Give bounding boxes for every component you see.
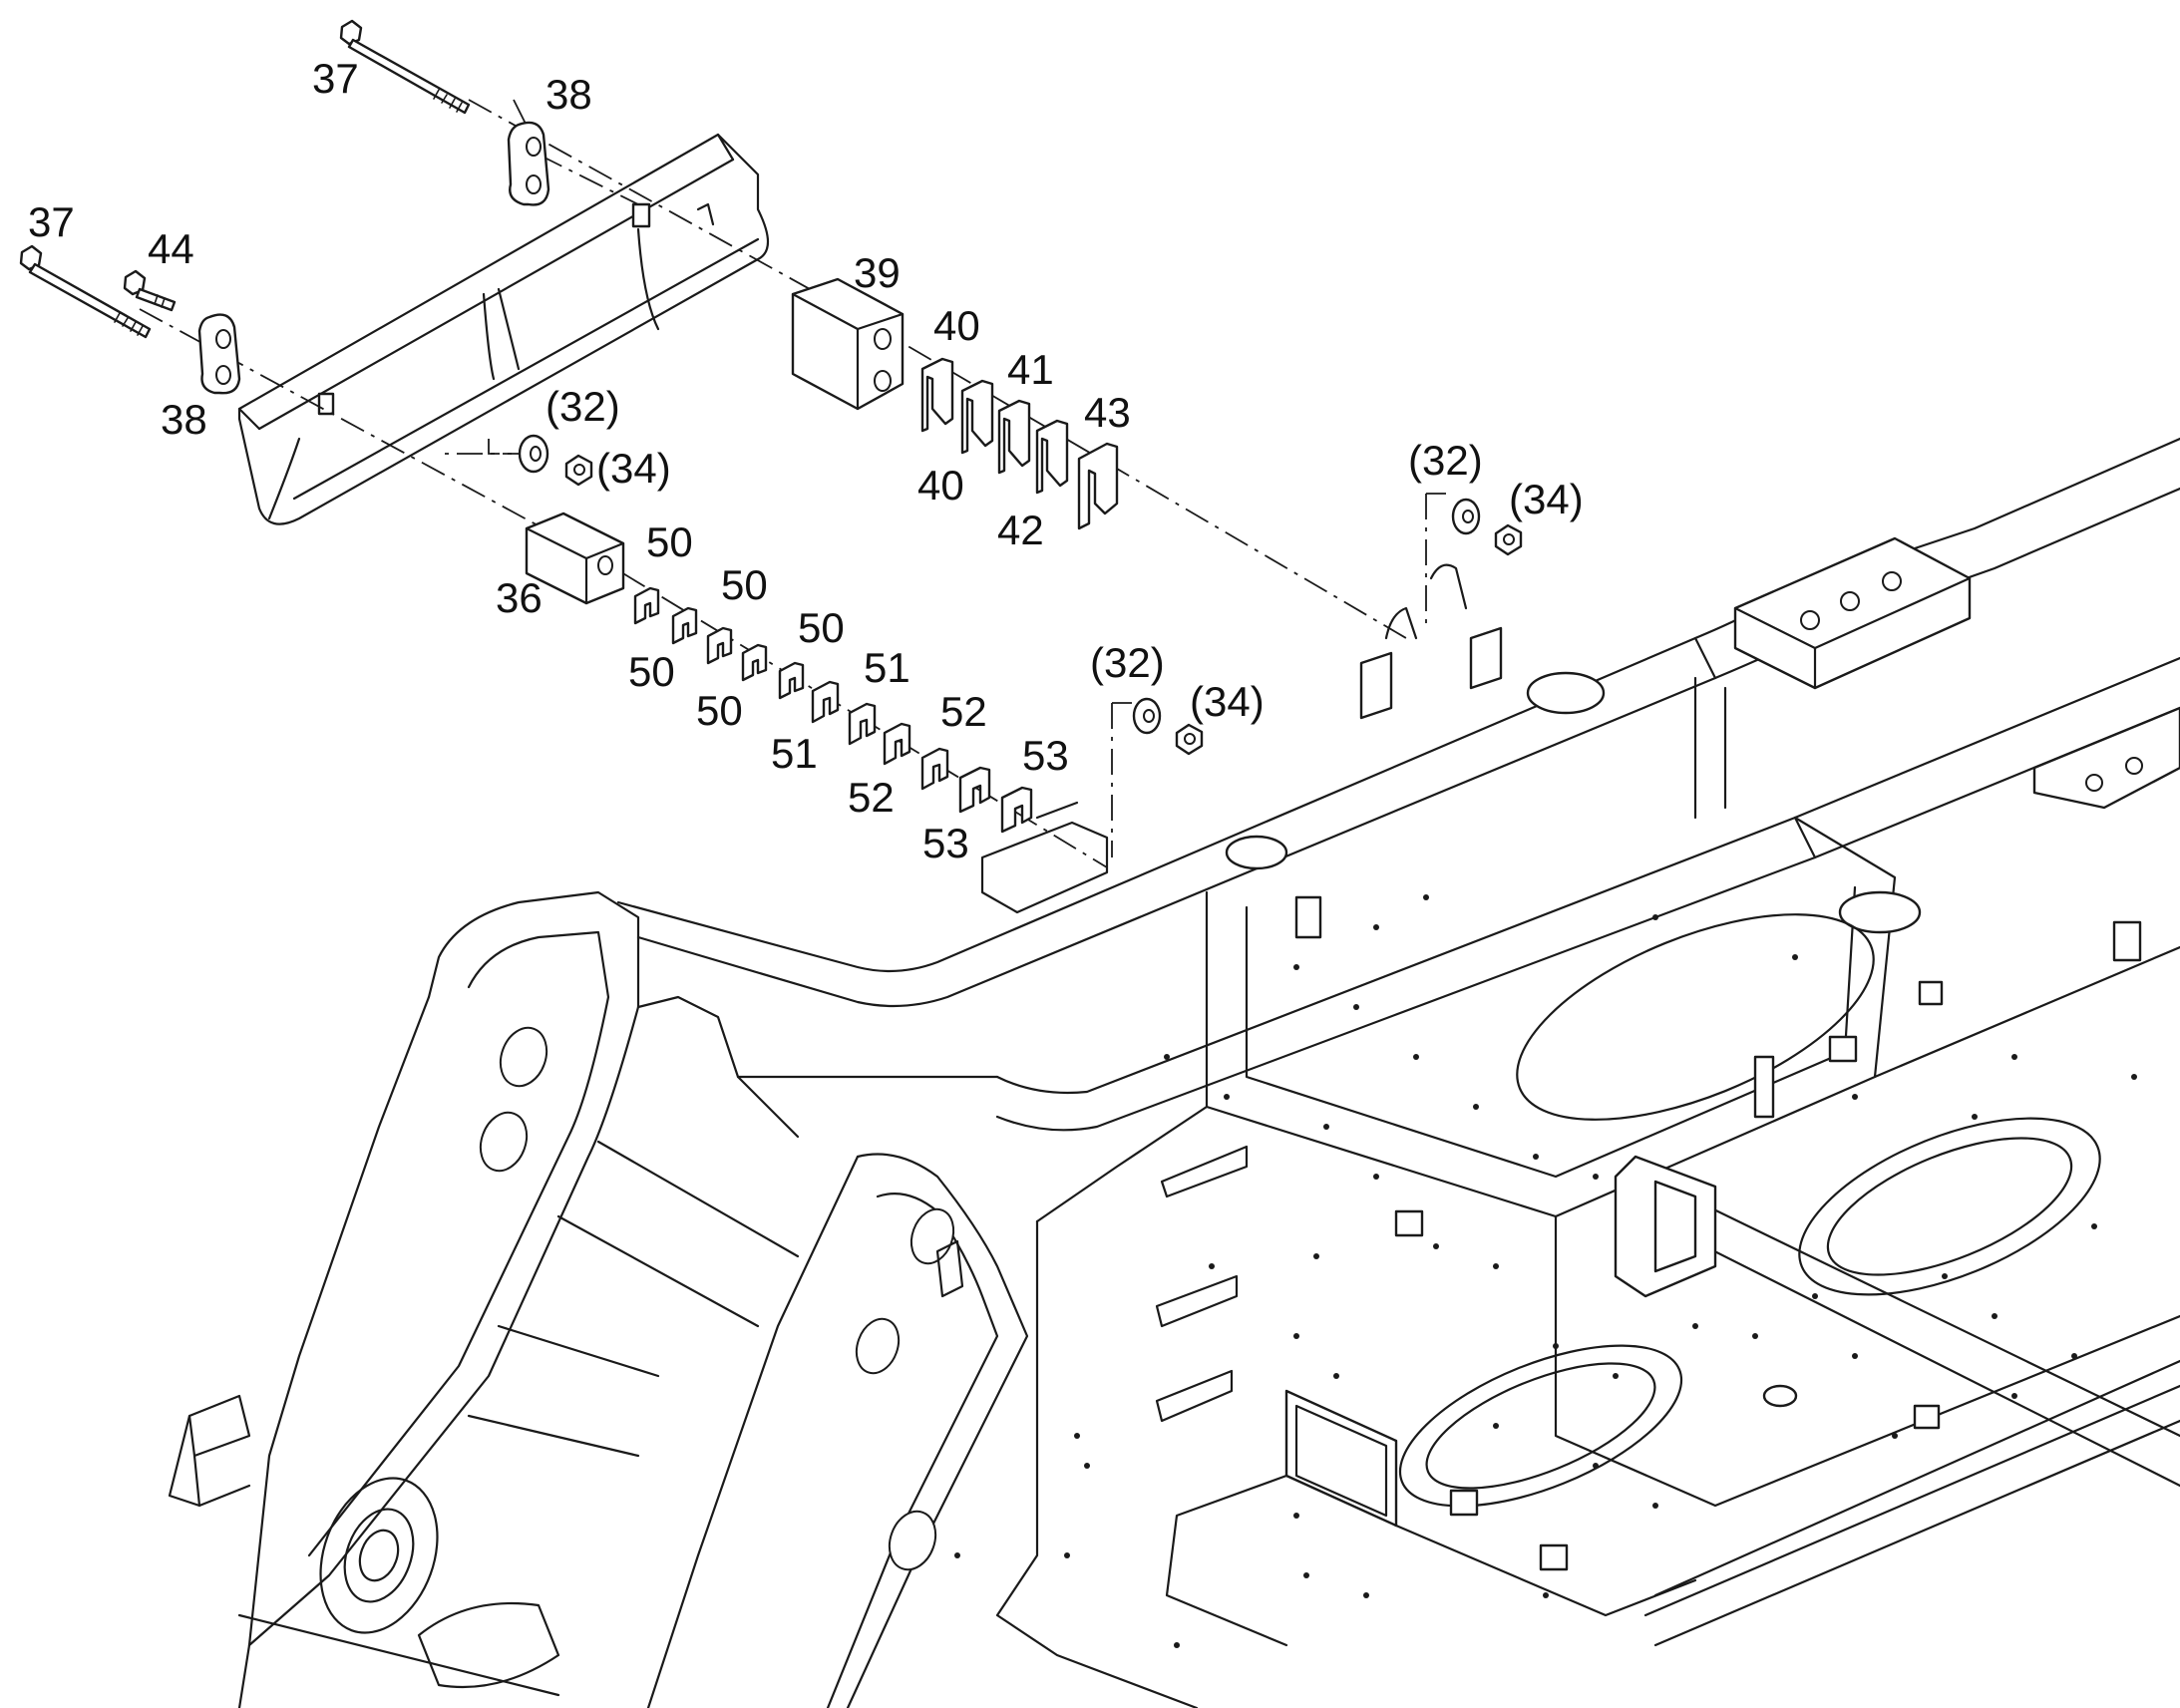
block-36 — [525, 512, 625, 605]
callout-36: 36 — [496, 574, 543, 621]
callout-44: 44 — [148, 225, 194, 272]
callout-37-lower: 37 — [28, 198, 75, 245]
callout-37-upper: 37 — [312, 55, 359, 102]
plate-38-lower — [197, 313, 241, 395]
frame-hole-dots — [954, 894, 2137, 1648]
callout-53-a: 53 — [1022, 732, 1069, 779]
boom-mount-structure — [168, 890, 1199, 1708]
washer-32-upper-left — [518, 434, 549, 474]
nut-34-right — [1494, 523, 1523, 556]
callout-52-b: 52 — [848, 774, 895, 821]
callout-40-bottom: 40 — [917, 462, 964, 509]
callout-39: 39 — [854, 249, 901, 296]
front-crossbeam-bracket — [237, 133, 770, 525]
callout-51-a: 51 — [864, 644, 910, 691]
central-floor-structure — [954, 894, 2180, 1648]
callout-53-b: 53 — [922, 820, 969, 866]
washer-32-right — [1451, 498, 1481, 535]
plate-38-upper — [507, 121, 550, 206]
bolt-44 — [123, 269, 177, 312]
callout-32-center: (32) — [1090, 639, 1165, 686]
callout-40-top: 40 — [933, 302, 980, 349]
bolt-37-lower — [19, 244, 152, 339]
callout-50-b: 50 — [721, 561, 768, 608]
shim-stack-upper — [920, 357, 1119, 530]
washer-32-center — [1132, 697, 1162, 735]
callout-41: 41 — [1007, 346, 1054, 393]
callout-50-e: 50 — [696, 687, 743, 734]
callout-50-a: 50 — [646, 518, 693, 565]
callout-52-a: 52 — [940, 688, 987, 735]
bolt-37-upper — [339, 19, 471, 115]
callout-32-right: (32) — [1408, 437, 1483, 484]
shim-stack-lower — [633, 586, 1033, 834]
callout-34-upper-left: (34) — [596, 445, 671, 492]
block-39 — [791, 277, 905, 411]
callout-38-lower: 38 — [161, 396, 207, 443]
callout-51-b: 51 — [771, 730, 818, 777]
callout-38-upper: 38 — [545, 71, 592, 118]
callout-32-upper-left: (32) — [545, 383, 620, 430]
callout-43: 43 — [1084, 389, 1131, 436]
nut-34-upper-left — [564, 454, 593, 487]
callout-labels: 37 38 37 44 38 39 40 41 43 40 42 (32) (3… — [28, 55, 1584, 866]
upper-frame-structure — [616, 437, 2180, 1218]
nut-34-center — [1175, 723, 1204, 756]
callout-50-c: 50 — [798, 604, 845, 651]
callout-42: 42 — [997, 507, 1044, 553]
callout-34-center: (34) — [1190, 678, 1265, 725]
callout-50-d: 50 — [628, 648, 675, 695]
callout-34-right: (34) — [1509, 476, 1584, 522]
